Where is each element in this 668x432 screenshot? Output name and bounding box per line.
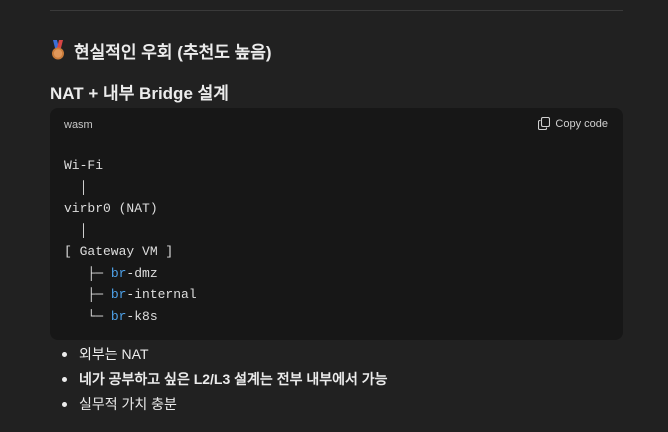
code-language-label: wasm [64,119,93,131]
code-line: ├─ br-internal [64,287,197,302]
section-title: 현실적인 우회 (추천도 높음) [74,43,272,62]
copy-code-button[interactable]: Copy code [538,117,608,130]
third-place-medal-icon [50,40,68,65]
list-item: 네가 공부하고 싶은 L2/L3 설계는 전부 내부에서 가능 [62,368,388,393]
copy-icon [538,117,551,130]
list-item: 실무적 가치 충분 [62,393,388,418]
code-line: [ Gateway VM ] [64,244,174,259]
copy-code-label: Copy code [555,117,608,130]
code-content: Wi-Fi │ virbr0 (NAT) │ [ Gateway VM ] ├─… [64,155,197,327]
code-line: virbr0 (NAT) [64,201,158,216]
code-line: │ [64,222,88,238]
section-heading: 현실적인 우회 (추천도 높음) [50,38,272,65]
code-line: └─ br-k8s [64,308,158,324]
code-line: Wi-Fi [64,158,104,173]
bullet-list: 외부는 NAT 네가 공부하고 싶은 L2/L3 설계는 전부 내부에서 가능 … [50,343,388,418]
section-divider [50,10,623,11]
subsection-heading: NAT + 내부 Bridge 설계 [50,84,229,103]
code-block: wasm Copy code Wi-Fi │ virbr0 (NAT) │ [ … [50,108,623,340]
code-line: ├─ br-dmz [64,265,158,281]
code-line: │ [64,179,88,195]
list-item: 외부는 NAT [62,343,388,368]
